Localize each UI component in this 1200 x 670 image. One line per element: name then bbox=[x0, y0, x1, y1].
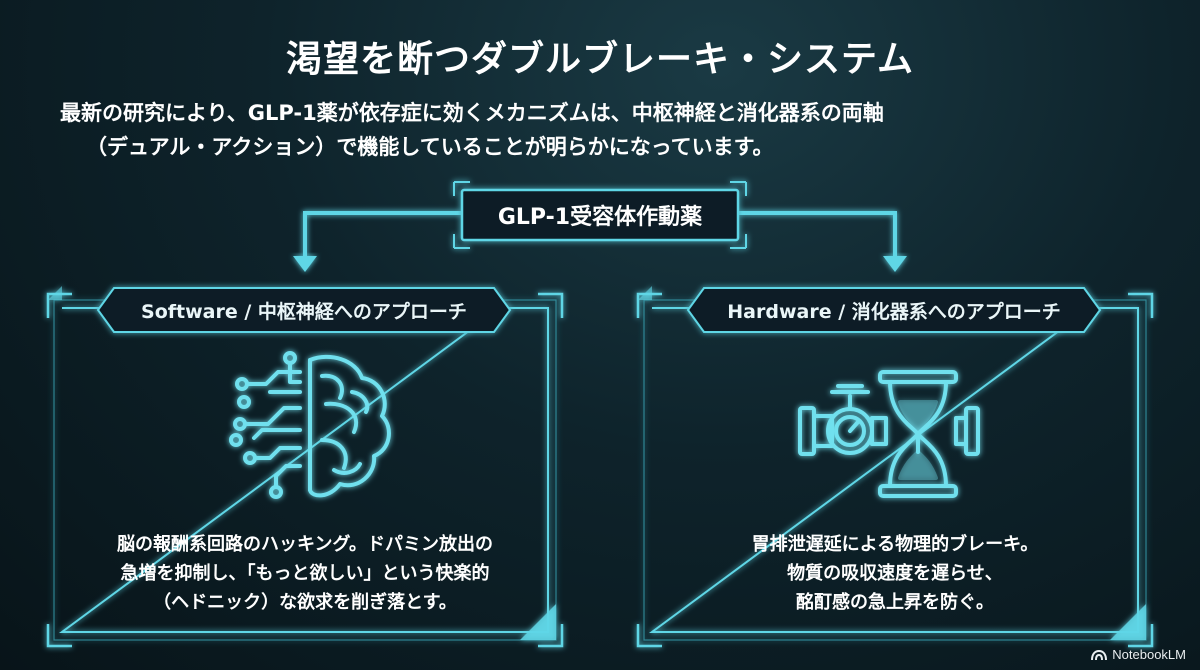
notebooklm-badge: NotebookLM bbox=[1091, 647, 1186, 662]
panel-right-line-3: 酩酊感の急上昇を防ぐ。 bbox=[796, 592, 994, 613]
panel-left-frame bbox=[46, 286, 564, 648]
panel-right-header-frame bbox=[686, 287, 1102, 333]
panel-left-header-frame bbox=[96, 287, 512, 333]
panel-right-line-2: 物質の吸収速度を遅らせ、 bbox=[787, 563, 1003, 584]
panel-left-line-1: 脳の報酬系回路のハッキング。ドパミン放出の bbox=[116, 534, 494, 555]
brain-circuit-icon bbox=[229, 351, 391, 499]
intro-line-2: （デュアル・アクション）で機能していることが明らかになっています。 bbox=[86, 135, 774, 159]
panel-left-header: Software / 中枢神経へのアプローチ bbox=[141, 300, 467, 323]
arrow-right-head bbox=[883, 256, 907, 272]
hub-label: GLP-1受容体作動薬 bbox=[497, 205, 703, 230]
page-title: 渇望を断つダブルブレーキ・システム bbox=[286, 39, 914, 80]
connector-arrows bbox=[303, 211, 897, 258]
panel-left-line-3: （ヘドニック）な欲求を削ぎ落とす。 bbox=[153, 592, 457, 613]
notebooklm-logo-icon bbox=[1091, 649, 1108, 660]
panel-left-text: 脳の報酬系回路のハッキング。ドパミン放出の 急増を抑制し、「もっと欲しい」という… bbox=[62, 530, 548, 617]
arrow-left-head bbox=[293, 256, 317, 272]
panel-left-line-2: 急増を抑制し、「もっと欲しい」という快楽的 bbox=[120, 563, 490, 584]
badge-label: NotebookLM bbox=[1112, 647, 1186, 662]
panel-right-line-1: 胃排泄遅延による物理的ブレーキ。 bbox=[751, 534, 1039, 555]
intro-line-1: 最新の研究により、GLP-1薬が依存症に効くメカニズムは、中枢神経と消化器系の両… bbox=[60, 101, 884, 125]
panel-right-text: 胃排泄遅延による物理的ブレーキ。 物質の吸収速度を遅らせ、 酩酊感の急上昇を防ぐ… bbox=[652, 530, 1138, 617]
pipe-valve-hourglass-icon bbox=[798, 370, 980, 498]
intro-text: 最新の研究により、GLP-1薬が依存症に効くメカニズムは、中枢神経と消化器系の両… bbox=[60, 96, 1150, 164]
panel-right-header: Hardware / 消化器系へのアプローチ bbox=[727, 300, 1061, 323]
hub-frame bbox=[453, 181, 747, 249]
